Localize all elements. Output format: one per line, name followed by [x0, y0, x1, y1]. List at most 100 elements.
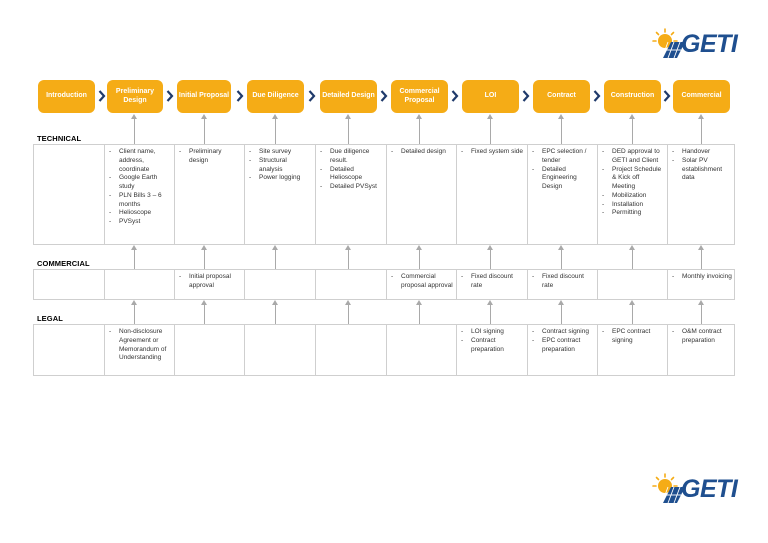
stage-preliminary-design: Preliminary Design	[107, 80, 163, 113]
legal-cell	[34, 325, 105, 375]
arrow-up-icon	[131, 114, 138, 144]
list-item: Preliminary design	[179, 148, 241, 166]
chevron-right-icon	[380, 90, 388, 102]
stage-commercial-proposal: Commercial Proposal	[391, 80, 448, 113]
chevron-right-icon	[98, 90, 106, 102]
chevron-right-icon	[593, 90, 601, 102]
list-item: Detailed PVSyst	[320, 183, 383, 192]
commercial-cell	[105, 270, 175, 299]
list-item: Fixed discount rate	[532, 273, 594, 291]
stage-commercial: Commercial	[673, 80, 730, 113]
legal-cell	[175, 325, 245, 375]
legal-grid: Non-disclosure Agreement or Memorandum o…	[33, 324, 735, 376]
section-label-technical: TECHNICAL	[37, 134, 82, 143]
chevron-right-icon	[451, 90, 459, 102]
arrow-up-icon	[345, 300, 352, 324]
list-item: Helioscope	[109, 209, 171, 218]
list-item: Structural analysis	[249, 157, 312, 175]
arrow-up-icon	[629, 114, 636, 144]
stage-introduction: Introduction	[38, 80, 95, 113]
arrow-up-icon	[272, 300, 279, 324]
list-item: Fixed discount rate	[461, 273, 524, 291]
arrow-up-icon	[131, 245, 138, 269]
list-item: EPC contract signing	[602, 328, 664, 346]
arrow-up-icon	[201, 300, 208, 324]
list-item: Detailed Engineering Design	[532, 166, 594, 192]
technical-cell: Client name, address, coordinate Google …	[105, 145, 175, 244]
list-item: Non-disclosure Agreement or Memorandum o…	[109, 328, 171, 363]
legal-cell: Non-disclosure Agreement or Memorandum o…	[105, 325, 175, 375]
technical-cell: Detailed design	[387, 145, 457, 244]
commercial-cell: Monthly invoicing	[668, 270, 736, 299]
commercial-cell	[598, 270, 668, 299]
commercial-cell	[34, 270, 105, 299]
arrow-up-icon	[629, 300, 636, 324]
commercial-cell: Fixed discount rate	[528, 270, 598, 299]
arrow-up-icon	[272, 245, 279, 269]
commercial-cell: Initial proposal approval	[175, 270, 245, 299]
list-item: O&M contract preparation	[672, 328, 733, 346]
list-item: Power logging	[249, 174, 312, 183]
legal-cell	[245, 325, 316, 375]
arrow-up-icon	[201, 245, 208, 269]
arrow-up-icon	[345, 245, 352, 269]
arrow-up-icon	[416, 245, 423, 269]
chevron-right-icon	[663, 90, 671, 102]
list-item: Initial proposal approval	[179, 273, 241, 291]
section-label-legal: LEGAL	[37, 314, 63, 323]
list-item: Site survey	[249, 148, 312, 157]
list-item: Commercial proposal approval	[391, 273, 453, 291]
list-item: Contract signing	[532, 328, 594, 337]
list-item: Detailed design	[391, 148, 453, 157]
technical-cell: EPC selection / tender Detailed Engineer…	[528, 145, 598, 244]
stage-initial-proposal: Initial Proposal	[177, 80, 231, 113]
list-item: Contract preparation	[461, 337, 524, 355]
arrow-up-icon	[487, 114, 494, 144]
legal-cell: O&M contract preparation	[668, 325, 736, 375]
stage-detailed-design: Detailed Design	[320, 80, 377, 113]
list-item: Mobilization	[602, 192, 664, 201]
list-item: PVSyst	[109, 218, 171, 227]
sun-solar-panel-icon	[651, 473, 687, 505]
arrow-up-icon	[558, 300, 565, 324]
list-item: PLN Bills 3 – 6 months	[109, 192, 171, 210]
commercial-cell	[316, 270, 387, 299]
arrow-up-icon	[131, 300, 138, 324]
legal-cell	[316, 325, 387, 375]
list-item: Google Earth study	[109, 174, 171, 192]
chevron-right-icon	[522, 90, 530, 102]
technical-cell: Site survey Structural analysis Power lo…	[245, 145, 316, 244]
geti-logo-footer: GETI	[651, 473, 738, 505]
commercial-grid: Initial proposal approval Commercial pro…	[33, 269, 735, 300]
technical-grid: Client name, address, coordinate Google …	[33, 144, 735, 245]
geti-logo: GETI	[651, 28, 738, 60]
arrow-up-icon	[698, 114, 705, 144]
logo-wordmark: GETI	[681, 29, 738, 58]
technical-cell: DED approval to GETI and Client Project …	[598, 145, 668, 244]
logo-wordmark: GETI	[681, 474, 738, 503]
list-item: LOI signing	[461, 328, 524, 337]
technical-cell	[34, 145, 105, 244]
chevron-right-icon	[236, 90, 244, 102]
legal-cell: EPC contract signing	[598, 325, 668, 375]
sun-solar-panel-icon	[651, 28, 687, 60]
list-item: EPC selection / tender	[532, 148, 594, 166]
list-item: Detailed Helioscope	[320, 166, 383, 184]
list-item: Fixed system side	[461, 148, 524, 157]
arrow-up-icon	[698, 245, 705, 269]
chevron-right-icon	[166, 90, 174, 102]
arrow-up-icon	[272, 114, 279, 144]
arrow-up-icon	[558, 114, 565, 144]
stage-due-diligence: Due Diligence	[247, 80, 304, 113]
list-item: EPC contract preparation	[532, 337, 594, 355]
technical-cell: Preliminary design	[175, 145, 245, 244]
technical-cell: Due diligence result. Detailed Helioscop…	[316, 145, 387, 244]
arrow-up-icon	[416, 300, 423, 324]
arrow-up-icon	[201, 114, 208, 144]
arrow-up-icon	[345, 114, 352, 144]
legal-cell	[387, 325, 457, 375]
stage-contract: Contract	[533, 80, 590, 113]
legal-cell: Contract signing EPC contract preparatio…	[528, 325, 598, 375]
stage-construction: Construction	[604, 80, 661, 113]
arrow-up-icon	[487, 300, 494, 324]
